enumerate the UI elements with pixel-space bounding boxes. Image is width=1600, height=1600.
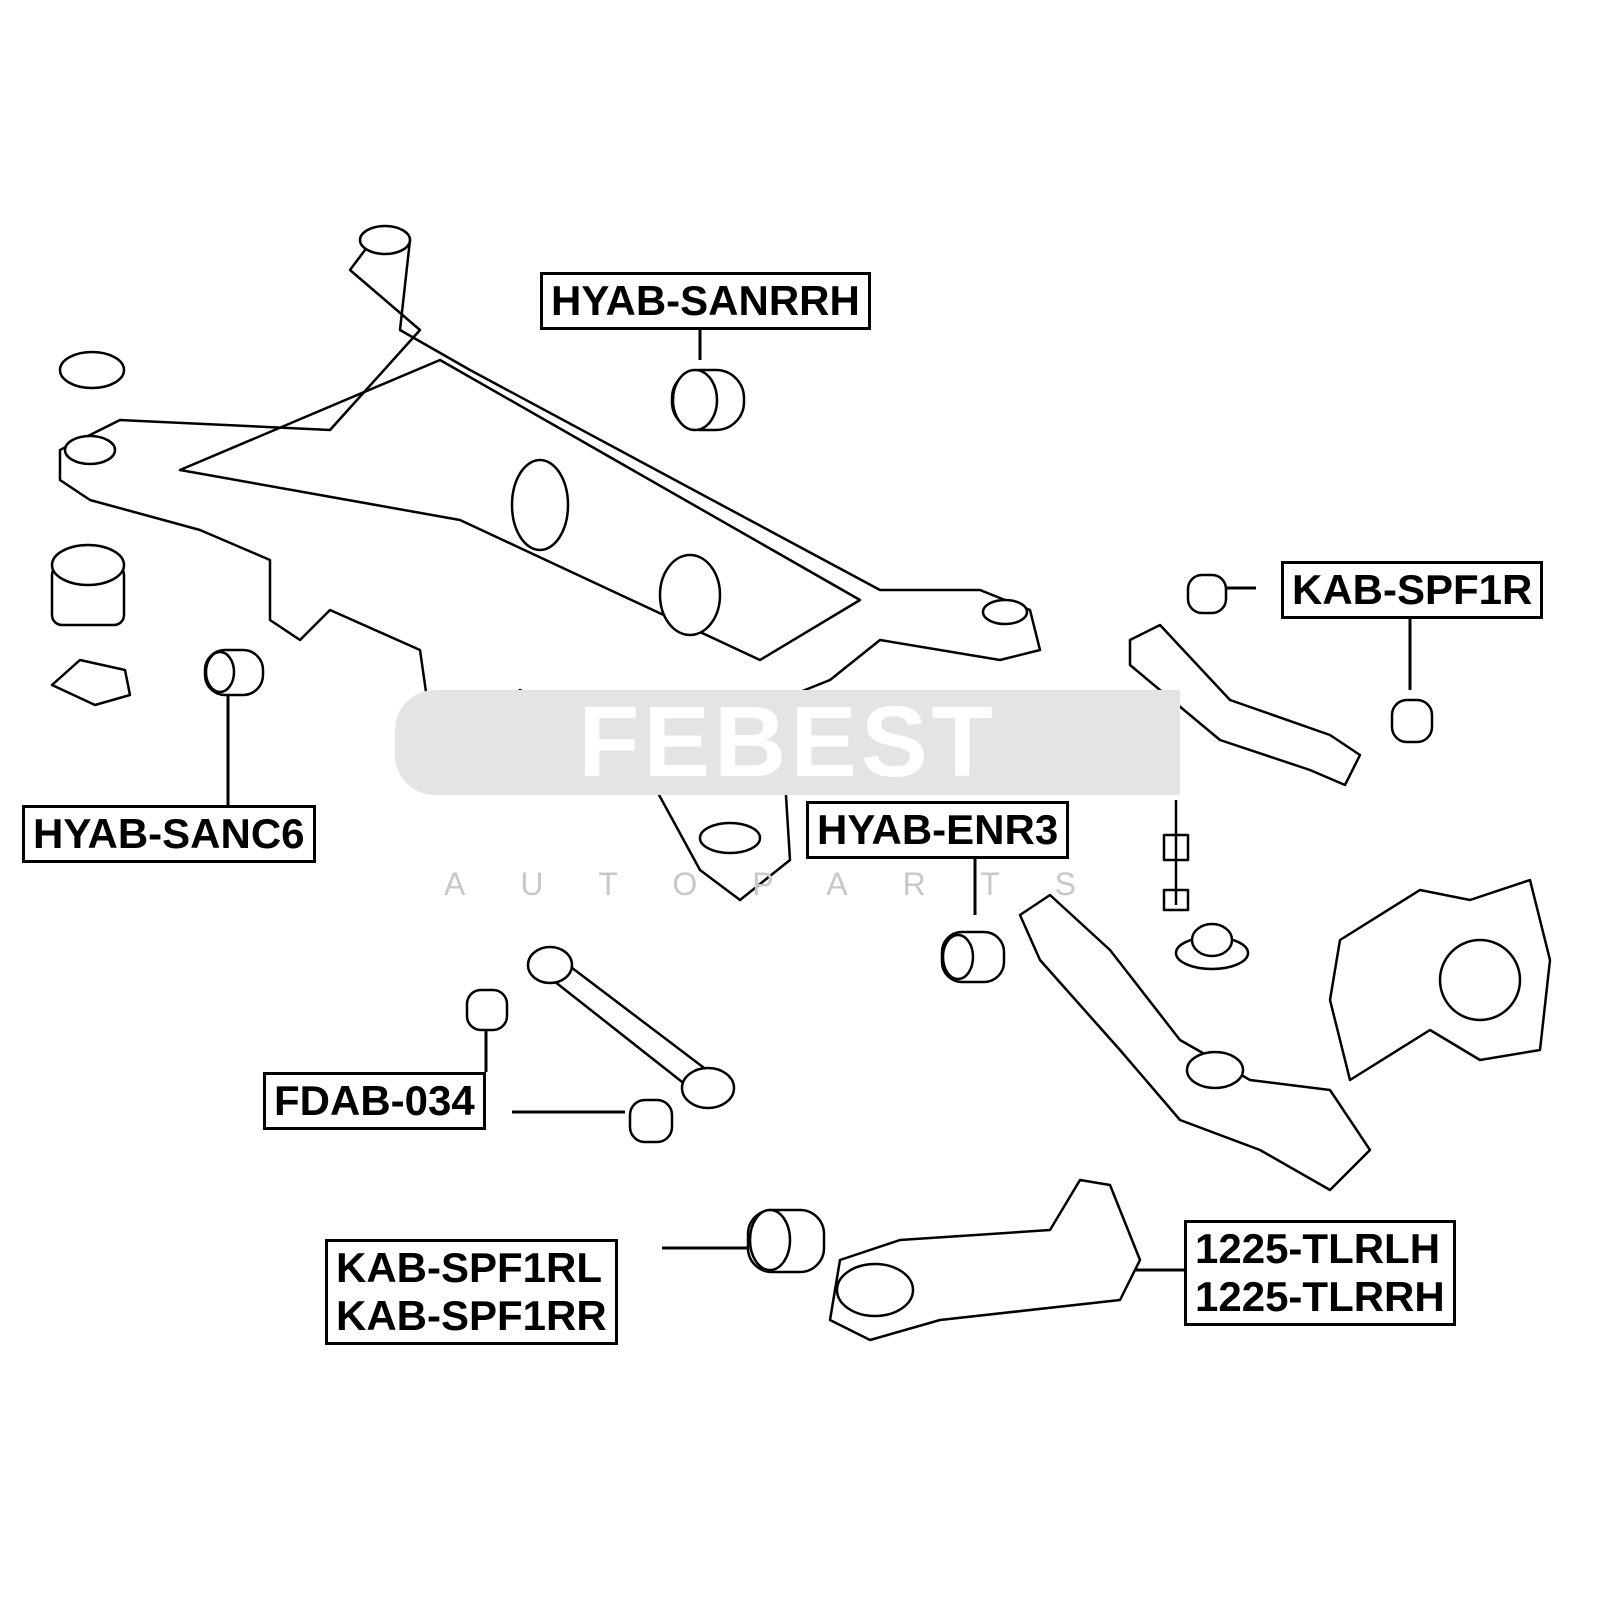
watermark-subtitle: AUTOPARTS (443, 866, 1132, 902)
part-label-kab-spf1r[interactable]: KAB-SPF1R (1281, 561, 1544, 619)
bushing (465, 988, 509, 1032)
watermark-logo: FEBEST (395, 690, 1180, 795)
part-number-1225-tlrlh: 1225-TLRLH (1195, 1225, 1441, 1272)
bushing (1390, 698, 1434, 744)
part-label-kab-spf1rl-rr[interactable]: KAB-SPF1RL KAB-SPF1RR (325, 1239, 618, 1345)
subframe (58, 228, 1042, 902)
part-label-fdab-034[interactable]: FDAB-034 (263, 1072, 486, 1130)
mount-plate (50, 658, 132, 707)
part-number-kab-spf1rl: KAB-SPF1RL (336, 1244, 603, 1291)
bushing (1186, 573, 1228, 615)
part-label-hyab-sanc6[interactable]: HYAB-SANC6 (22, 805, 316, 863)
lower-arm (1018, 893, 1372, 1192)
stabilizer-link (1162, 800, 1190, 912)
part-label-hyab-sanrrh[interactable]: HYAB-SANRRH (540, 272, 871, 330)
part-label-hyab-enr3[interactable]: HYAB-ENR3 (806, 801, 1070, 859)
part-label-1225-tlr[interactable]: 1225-TLRLH 1225-TLRRH (1184, 1220, 1456, 1326)
washer (58, 350, 126, 390)
bushing (628, 1098, 674, 1144)
part-number-1225-tlrrh: 1225-TLRRH (1195, 1273, 1445, 1320)
part-number-kab-spf1rr: KAB-SPF1RR (336, 1292, 607, 1339)
